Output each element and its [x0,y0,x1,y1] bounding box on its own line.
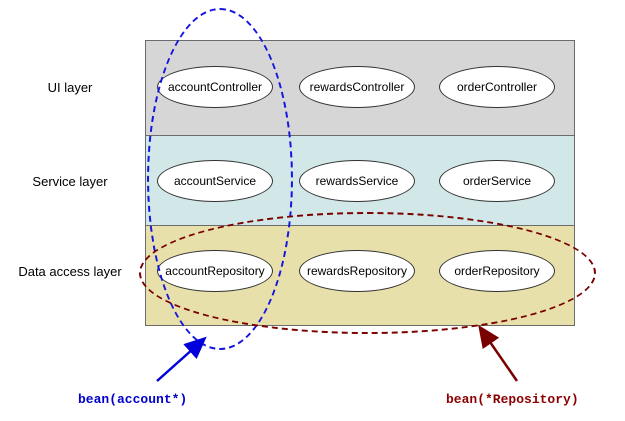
component-order-service: orderService [439,160,555,202]
layer-label-data-access: Data access layer [18,264,122,279]
component-rewards-controller: rewardsController [299,66,415,108]
component-order-controller: orderController [439,66,555,108]
layer-label-service: Service layer [32,174,108,189]
bean-account-selection-ellipse [147,8,293,350]
bean-account-callout-label: bean(account*) [78,392,188,407]
component-rewards-service: rewardsService [299,160,415,202]
bean-repository-arrow [478,324,519,382]
bean-repository-callout-label: bean(*Repository) [446,392,579,407]
layer-label-ui: UI layer [47,80,93,95]
bean-account-arrow [156,336,207,382]
bean-repository-selection-ellipse [139,212,596,334]
